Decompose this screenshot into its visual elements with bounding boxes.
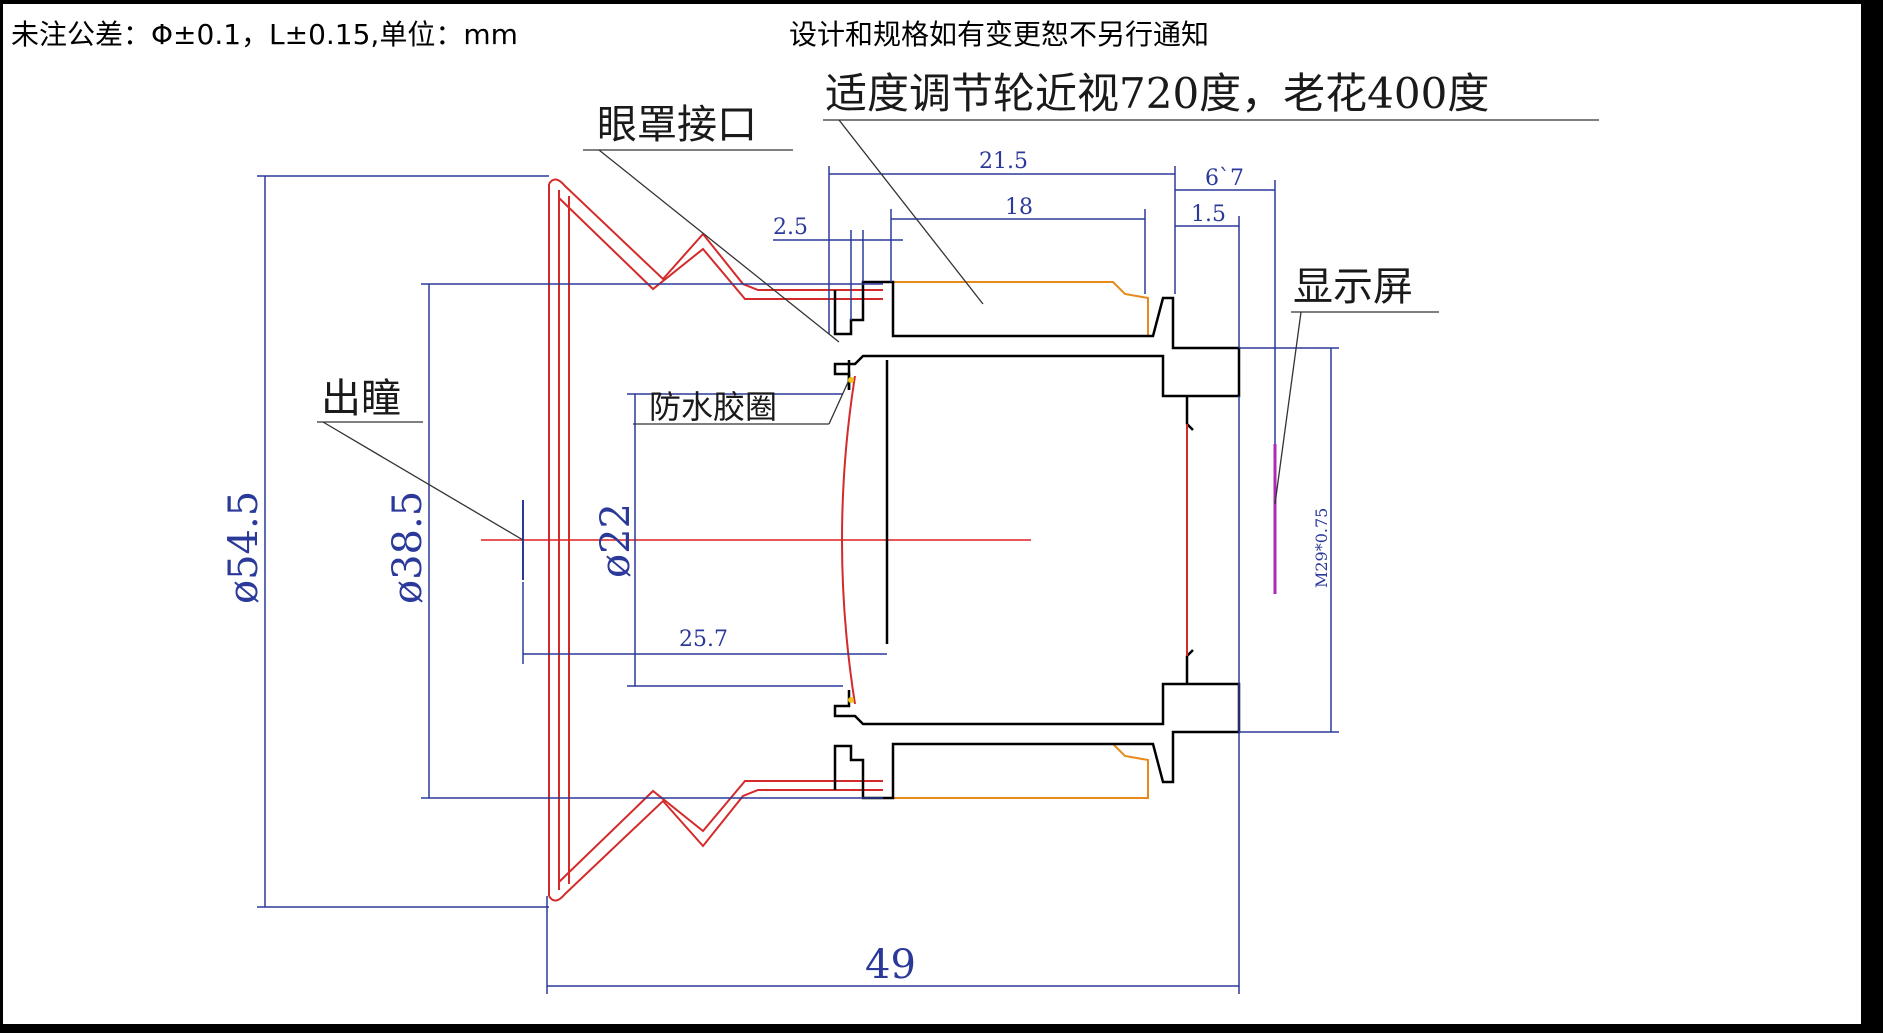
- dim-length-21-5: 21.5: [979, 149, 1028, 174]
- dim-diameter-54-5: ø54.5: [221, 491, 267, 604]
- seal-dot-top: [848, 377, 854, 383]
- display-screen-label: 显示屏: [1293, 264, 1413, 310]
- dim-diameter-38-5: ø38.5: [385, 491, 431, 604]
- eyepiece-drawing: 未注公差：Φ±0.1，L±0.15,单位：mm 设计和规格如有变更恕不另行通知: [11, 18, 1599, 994]
- leader-lines: [317, 119, 1599, 541]
- dimension-lines: [257, 166, 1339, 994]
- exit-pupil-label: 出瞳: [321, 376, 401, 422]
- dim-length-6-7: 6`7: [1205, 166, 1244, 191]
- eyecup: [548, 178, 883, 902]
- tolerance-note: 未注公差：Φ±0.1，L±0.15,单位：mm: [11, 18, 518, 51]
- eyecup-interface-label: 眼罩接口: [597, 102, 757, 148]
- dim-length-49: 49: [865, 942, 916, 988]
- adjust-wheel-label: 适度调节轮近视720度，老花400度: [825, 69, 1489, 118]
- dim-length-2-5: 2.5: [773, 215, 808, 240]
- dim-length-18: 18: [1005, 195, 1033, 220]
- dim-diameter-22: ø22: [593, 503, 639, 578]
- seal-dot-bottom: [848, 697, 854, 703]
- dim-length-25-7: 25.7: [679, 627, 728, 652]
- dim-length-1-5: 1.5: [1191, 202, 1226, 227]
- change-note: 设计和规格如有变更恕不另行通知: [789, 18, 1209, 51]
- waterproof-ring-label: 防水胶圈: [649, 388, 777, 426]
- dim-thread-m29: M29*0.75: [1312, 508, 1331, 588]
- eyepiece-lens: [841, 375, 856, 705]
